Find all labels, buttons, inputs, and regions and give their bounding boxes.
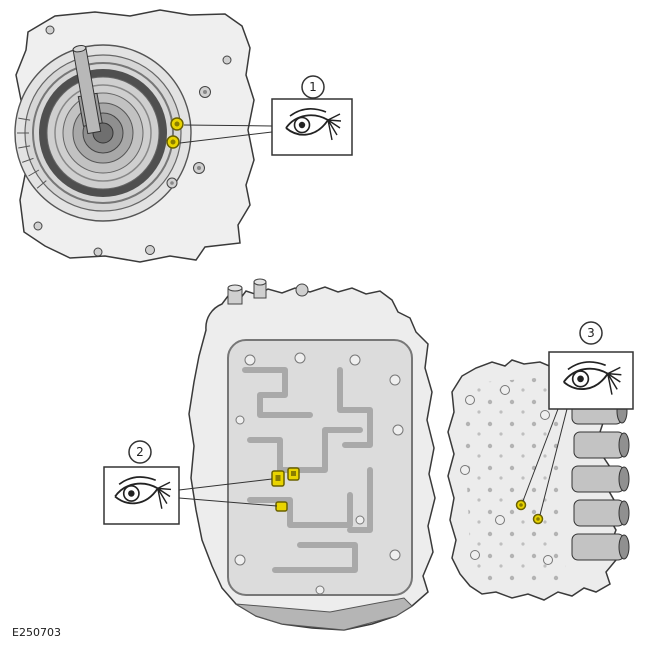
figure-ref-code: E250703 (12, 626, 61, 639)
input-shaft (72, 45, 103, 135)
callout-1: 1 (271, 75, 353, 156)
valve-body-studs (227, 278, 309, 305)
callout-2-leader-lines (178, 478, 278, 507)
callout-3-symbol-box (548, 351, 634, 410)
valve-channels (242, 367, 373, 573)
transmission-case-illustration (14, 9, 255, 263)
callout-1-number: 1 (309, 80, 317, 94)
callout-2-number: 2 (136, 445, 144, 459)
main-valve-body-illustration (188, 278, 436, 631)
solenoid-body-illustration (447, 359, 630, 601)
callout-3: 3 (548, 321, 634, 410)
callout-1-symbol-box (271, 98, 353, 156)
case-bolts (33, 25, 232, 257)
highlight-points-callout-1 (166, 117, 184, 149)
callout-2: 2 (103, 440, 180, 525)
callout-3-number: 3 (587, 326, 595, 340)
callout-1-leader-lines (179, 124, 273, 144)
solenoids (571, 397, 630, 561)
highlight-points-callout-2 (271, 467, 300, 512)
valve-bores (234, 352, 404, 595)
highlight-points-callout-3 (515, 499, 544, 525)
callout-3-leader-lines (522, 408, 568, 516)
gear-hatch (17, 117, 47, 189)
plate-holes (460, 385, 553, 565)
